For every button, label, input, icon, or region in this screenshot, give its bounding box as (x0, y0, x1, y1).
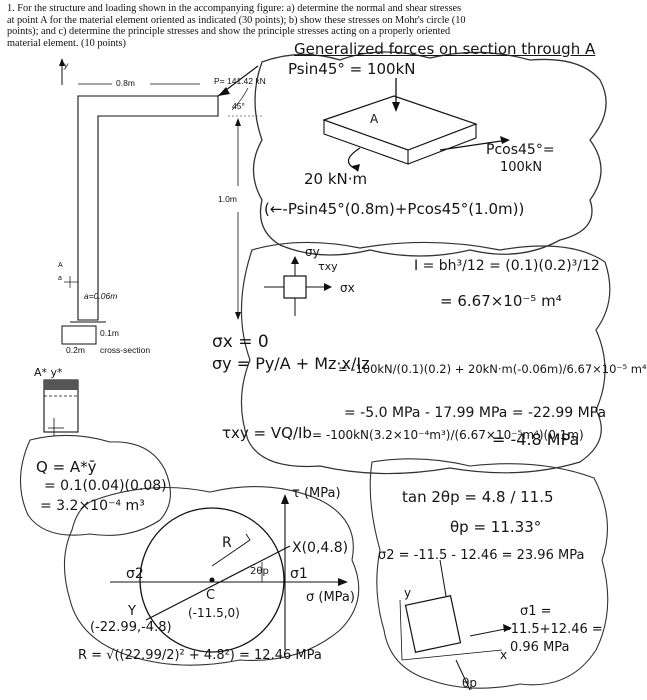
sigma1-line1: σ1 = (520, 604, 552, 619)
y-axis-label: y (64, 60, 69, 70)
mohr-point-x: X(0,4.8) (292, 540, 349, 556)
tau-xy-formula: τxy = VQ/Ib (222, 424, 312, 442)
pcos-label-line2: 100kN (500, 160, 543, 175)
inertia-result: = 6.67×10⁻⁵ m⁴ (440, 292, 562, 310)
a-marker-label: a (58, 275, 62, 282)
mohr-point-y-coords: (-22.99,-4.8) (90, 620, 172, 635)
principal-y-axis-label: y (404, 586, 412, 600)
inertia-formula: I = bh³/12 = (0.1)(0.2)³/12 (414, 258, 600, 274)
sigma-y-result: = -5.0 MPa - 17.99 MPa = -22.99 MPa (344, 405, 607, 421)
q-calculation: = 0.1(0.04)(0.08) (44, 478, 167, 494)
mohr-center-label: C (206, 588, 216, 603)
tau-xy-result: = -4.8 MPa (492, 430, 580, 449)
cross-section-label: cross-section (100, 345, 151, 355)
mohr-sigma1-label: σ1 (290, 566, 308, 582)
forces-header: Generalized forces on section through A (294, 40, 596, 58)
mohr-radius-label: R (222, 535, 232, 551)
a-dim-label: a=0.06m (84, 291, 118, 301)
moment-label: 20 kN·m (304, 170, 368, 188)
problem-statement: 1. For the structure and loading shown i… (7, 3, 613, 49)
dim-08m-label: 0.8m (116, 78, 135, 88)
worksheet-page: 1. For the structure and loading shown i… (7, 3, 647, 691)
psin-equation: Psin45° = 100kN (288, 60, 416, 78)
mohr-sigma2-label: σ2 (126, 566, 144, 582)
sigma-x-zero: σx = 0 (212, 332, 269, 352)
angle-label: 45° (232, 101, 245, 111)
q-definition: Q = A*ȳ (36, 458, 97, 476)
mohr-sigma-axis-label: σ (MPa) (306, 590, 355, 605)
mohr-radius-formula: R = √((22.99/2)² + 4.8²) = 12.46 MPa (78, 648, 322, 663)
tau-xy-substitution: = -100kN(3.2×10⁻⁴m³)/(6.67×10⁻⁵m⁴)(0.1m) (312, 428, 584, 442)
cloud-outline-stress (240, 241, 611, 475)
pcos-label-line1: Pcos45°= (486, 142, 555, 158)
sigma2-result: σ2 = -11.5 - 12.46 = 23.96 MPa (378, 548, 585, 563)
cloud-outline-q (19, 434, 171, 536)
principal-x-axis-label: x (500, 648, 508, 662)
mohr-two-theta-label: 2θp (250, 566, 269, 577)
width-label: 0.1m (100, 328, 119, 338)
sigma1-line3: 0.96 MPa (510, 640, 570, 655)
q-result: = 3.2×10⁻⁴ m³ (40, 498, 145, 514)
cloud-outline-principal (369, 458, 609, 689)
problem-line: 1. For the structure and loading shown i… (7, 3, 462, 14)
cloud-outline-mohr (63, 486, 360, 666)
mohr-center-coords: (-11.5,0) (188, 606, 240, 620)
mohr-point-y: Y (128, 604, 136, 619)
mohr-tau-axis-label: τ (MPa) (292, 486, 341, 501)
force-label: P= 141.42 kN (214, 76, 266, 86)
cloud-outline-forces (252, 51, 607, 257)
sigma-y-formula: σy = Py/A + Mz·x/Iz (212, 354, 370, 373)
A-marker-label: A (58, 262, 63, 269)
height-label: 0.2m (66, 345, 85, 355)
sigma1-line2: -11.5+12.46 = (506, 622, 603, 637)
principal-theta-label: θp (462, 676, 477, 690)
tan-two-theta: tan 2θp = 4.8 / 11.5 (402, 488, 554, 506)
point-a-label: A (370, 112, 379, 126)
element-tau-xy: τxy (318, 260, 338, 273)
moment-expression: (←-Psin45°(0.8m)+Pcos45°(1.0m)) (264, 200, 525, 218)
theta-p-result: θp = 11.33° (450, 518, 542, 536)
sigma-y-substitution: = -100kN/(0.1)(0.2) + 20kN·m(-0.06m)/6.6… (338, 362, 647, 376)
problem-line: points); and c) determine the principle … (7, 26, 451, 38)
dim-10m-label: 1.0m (218, 194, 237, 204)
element-sigma-y: σy (305, 245, 320, 259)
problem-line: at point A for the material element orie… (7, 14, 466, 26)
solution-drawing (19, 51, 611, 691)
element-sigma-x: σx (340, 281, 355, 295)
a-star-label: A* y* (34, 366, 63, 379)
problem-line: material element. (10 points) (7, 37, 126, 49)
